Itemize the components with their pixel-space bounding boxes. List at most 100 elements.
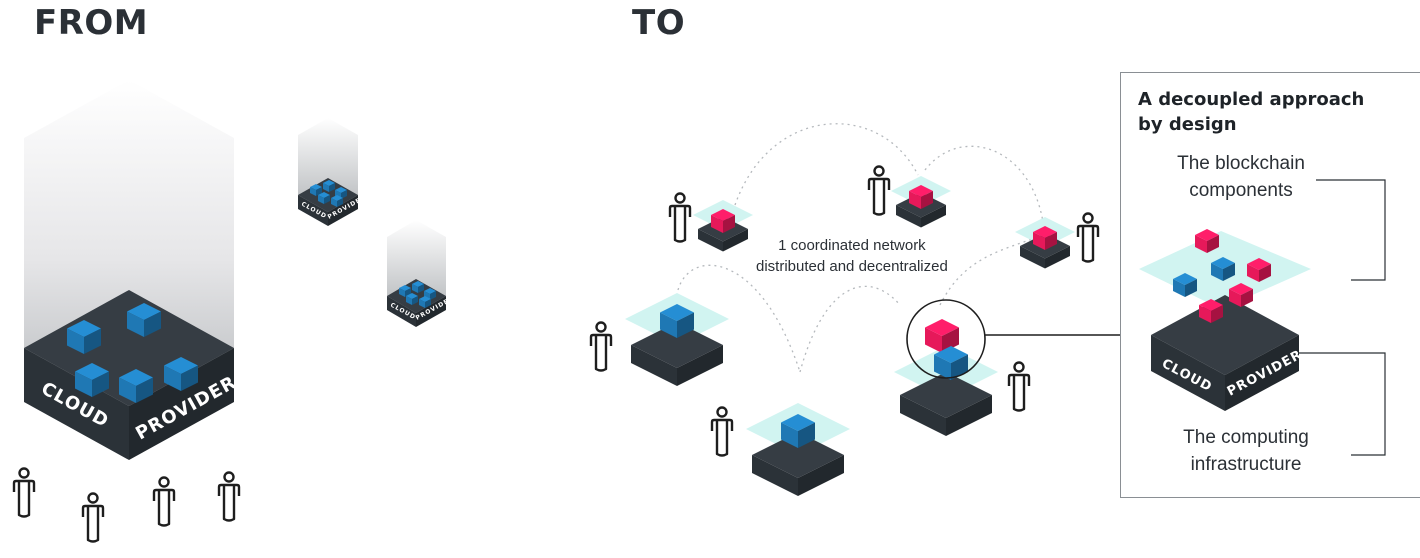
- person-icon: [668, 192, 692, 243]
- pink-cube: [1199, 299, 1223, 323]
- blue-cube: [406, 293, 418, 305]
- computing-note: The computing infrastructure: [1171, 424, 1321, 478]
- cube-right: [136, 377, 153, 403]
- small-cloud-right-face: [328, 195, 358, 226]
- network-connections: [677, 123, 1044, 373]
- blue-cube: [310, 184, 322, 196]
- blockchain-note-line1: The blockchain: [1177, 153, 1305, 174]
- person-head: [674, 192, 686, 204]
- platform-left-face: [900, 395, 946, 436]
- blue-cube: [323, 180, 335, 192]
- small-cloud-left-face: [298, 195, 328, 226]
- platform-right-face: [946, 395, 992, 436]
- network-node-large: [900, 372, 992, 436]
- cube-right: [1211, 305, 1223, 323]
- platform-left-face: [698, 229, 723, 252]
- blockchain-note-line2: components: [1189, 180, 1293, 201]
- cube-left: [909, 191, 921, 209]
- pink-cube: [909, 185, 933, 209]
- small-cloud-right-face: [416, 296, 446, 327]
- cube-right: [798, 422, 815, 448]
- cube-left: [75, 371, 92, 397]
- network-node-large: [631, 322, 723, 386]
- blue-cube: [67, 320, 101, 354]
- cube-right: [144, 311, 161, 337]
- cube-right: [1185, 279, 1197, 297]
- cube-left: [1033, 232, 1045, 250]
- cube-left: [406, 296, 412, 305]
- person-body: [710, 418, 734, 457]
- person-body: [12, 479, 36, 518]
- person-head: [158, 476, 170, 488]
- cube-left: [660, 312, 677, 338]
- blue-cube: [781, 414, 815, 448]
- person-head: [223, 471, 235, 483]
- person-head: [1013, 361, 1025, 373]
- network-connection: [734, 123, 919, 206]
- blue-cube: [660, 304, 694, 338]
- person-icon: [589, 321, 613, 372]
- blue-cube: [412, 281, 424, 293]
- person-body: [152, 488, 176, 527]
- network-label-line2: distributed and decentralized: [756, 258, 948, 275]
- cube-right: [1223, 263, 1235, 281]
- panel-platform-left-face: [1151, 335, 1225, 411]
- blue-cube: [164, 357, 198, 391]
- big-cloud-cubes: [67, 303, 198, 403]
- person-head: [87, 492, 99, 504]
- cube-right: [92, 371, 109, 397]
- computing-note-line2: infrastructure: [1190, 454, 1302, 475]
- small-cloud-cubes: [399, 281, 436, 308]
- cube-left: [67, 328, 84, 354]
- big-cloud-right-face: [129, 348, 234, 460]
- pink-cube: [925, 319, 959, 353]
- blue-cube: [934, 346, 968, 380]
- cube-left: [711, 215, 723, 233]
- person-icon: [12, 467, 36, 518]
- cube-left: [164, 365, 181, 391]
- cube-left: [412, 284, 418, 293]
- blockchain-bracket: [1316, 179, 1386, 281]
- platform-left-face: [631, 345, 677, 386]
- big-cloud-provider: CLOUD PROVIDER: [24, 80, 240, 460]
- small-cloud-cubes: [310, 180, 347, 207]
- cube-right: [921, 191, 933, 209]
- big-cloud-left-face: [24, 348, 129, 460]
- cube-left: [1199, 305, 1211, 323]
- cube-right: [425, 299, 431, 308]
- pink-cube: [1247, 258, 1271, 282]
- computing-bracket: [1297, 352, 1386, 456]
- person-icon: [1076, 212, 1100, 263]
- platform-right-face: [723, 229, 748, 252]
- cube-left: [925, 327, 942, 353]
- blue-cube: [1211, 257, 1235, 281]
- panel-title: A decoupled approach by design: [1138, 87, 1364, 137]
- blue-cube: [119, 369, 153, 403]
- network-connection: [939, 234, 1044, 306]
- heading-from: FROM: [34, 3, 149, 43]
- cube-right: [723, 215, 735, 233]
- cube-left: [1173, 279, 1185, 297]
- network-node-large: [752, 432, 844, 496]
- blue-cube: [399, 285, 411, 297]
- cube-right: [329, 183, 335, 192]
- person-head: [1082, 212, 1094, 224]
- person-head: [873, 165, 885, 177]
- panel-illustration: CLOUD PROVIDER: [1139, 179, 1386, 456]
- pink-cube: [1033, 226, 1057, 250]
- cube-left: [1247, 264, 1259, 282]
- panel-cubes: [1173, 229, 1271, 323]
- cube-left: [419, 299, 425, 308]
- person-icon: [710, 406, 734, 457]
- cube-right: [942, 327, 959, 353]
- person-body: [867, 177, 891, 216]
- decoupled-panel: A decoupled approach by design The block…: [1120, 72, 1420, 498]
- person-head: [716, 406, 728, 418]
- panel-title-line2: by design: [1138, 114, 1237, 135]
- blue-cube: [1173, 273, 1197, 297]
- cube-left: [399, 288, 405, 297]
- cube-right: [677, 312, 694, 338]
- panel-platform-right-face: [1225, 335, 1299, 411]
- person-head: [595, 321, 607, 333]
